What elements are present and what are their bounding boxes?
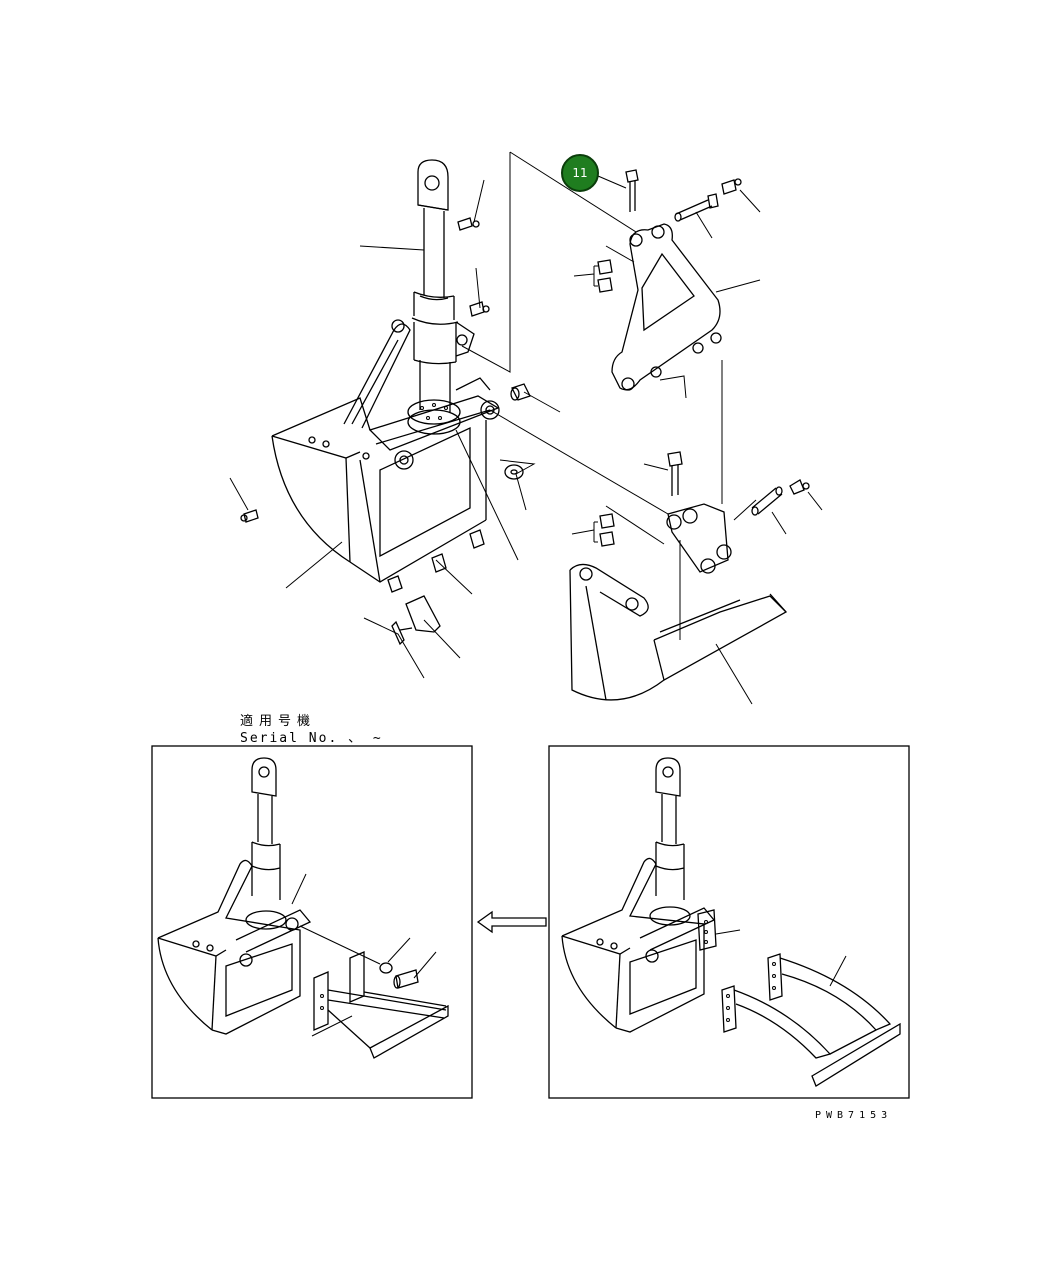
panel-right-leaders xyxy=(715,929,847,987)
bucket-teeth xyxy=(387,529,485,593)
drawing-code: PWB7153 xyxy=(815,1110,893,1121)
bucket-bracket xyxy=(666,503,732,574)
tooth-spare xyxy=(391,595,441,646)
panel-right xyxy=(548,745,910,1099)
washer xyxy=(504,464,524,480)
link-bracket xyxy=(611,223,722,391)
bolt xyxy=(625,169,639,212)
piston-rod xyxy=(419,208,449,301)
panel-left-parts xyxy=(379,962,419,989)
bracket-arm xyxy=(343,319,475,429)
panel-left-leaders xyxy=(291,873,437,1037)
bushing-lower xyxy=(751,486,783,516)
cylinder-rod-eye xyxy=(417,159,449,211)
main-assembly xyxy=(229,159,561,679)
grease-fitting-lower xyxy=(789,479,810,495)
grease-fitting xyxy=(240,217,490,523)
panel-left xyxy=(151,745,473,1099)
panel-right-guard-frame xyxy=(721,953,901,1087)
long-pin xyxy=(674,193,719,222)
panel-right-cylinder xyxy=(649,757,691,926)
panel-left-cylinder xyxy=(245,757,287,930)
nuts-top xyxy=(597,259,613,293)
bucket-right xyxy=(569,563,788,701)
callout-11[interactable]: 11 xyxy=(561,154,599,192)
serial-no-label: Serial No. 、 ~ xyxy=(240,731,383,746)
panel-right-bucket xyxy=(561,857,717,1033)
arrow-left xyxy=(476,910,547,934)
link-plates xyxy=(368,377,500,470)
leader-lines-main xyxy=(229,179,561,679)
applicable-serial-label-jp: 適用号機 xyxy=(240,714,317,729)
leader-lines-exploded xyxy=(461,151,823,705)
bushing xyxy=(510,383,531,401)
panel-left-guard-frame xyxy=(313,951,449,1059)
bolt-lower xyxy=(667,451,683,496)
grease-fitting-top xyxy=(721,178,742,195)
nuts-lower xyxy=(599,513,615,547)
clamshell-bucket xyxy=(271,397,487,583)
swivel-base xyxy=(407,399,461,435)
cylinder-body xyxy=(411,291,459,412)
link-assembly-exploded xyxy=(461,151,823,705)
panel-left-bucket xyxy=(157,859,312,1035)
